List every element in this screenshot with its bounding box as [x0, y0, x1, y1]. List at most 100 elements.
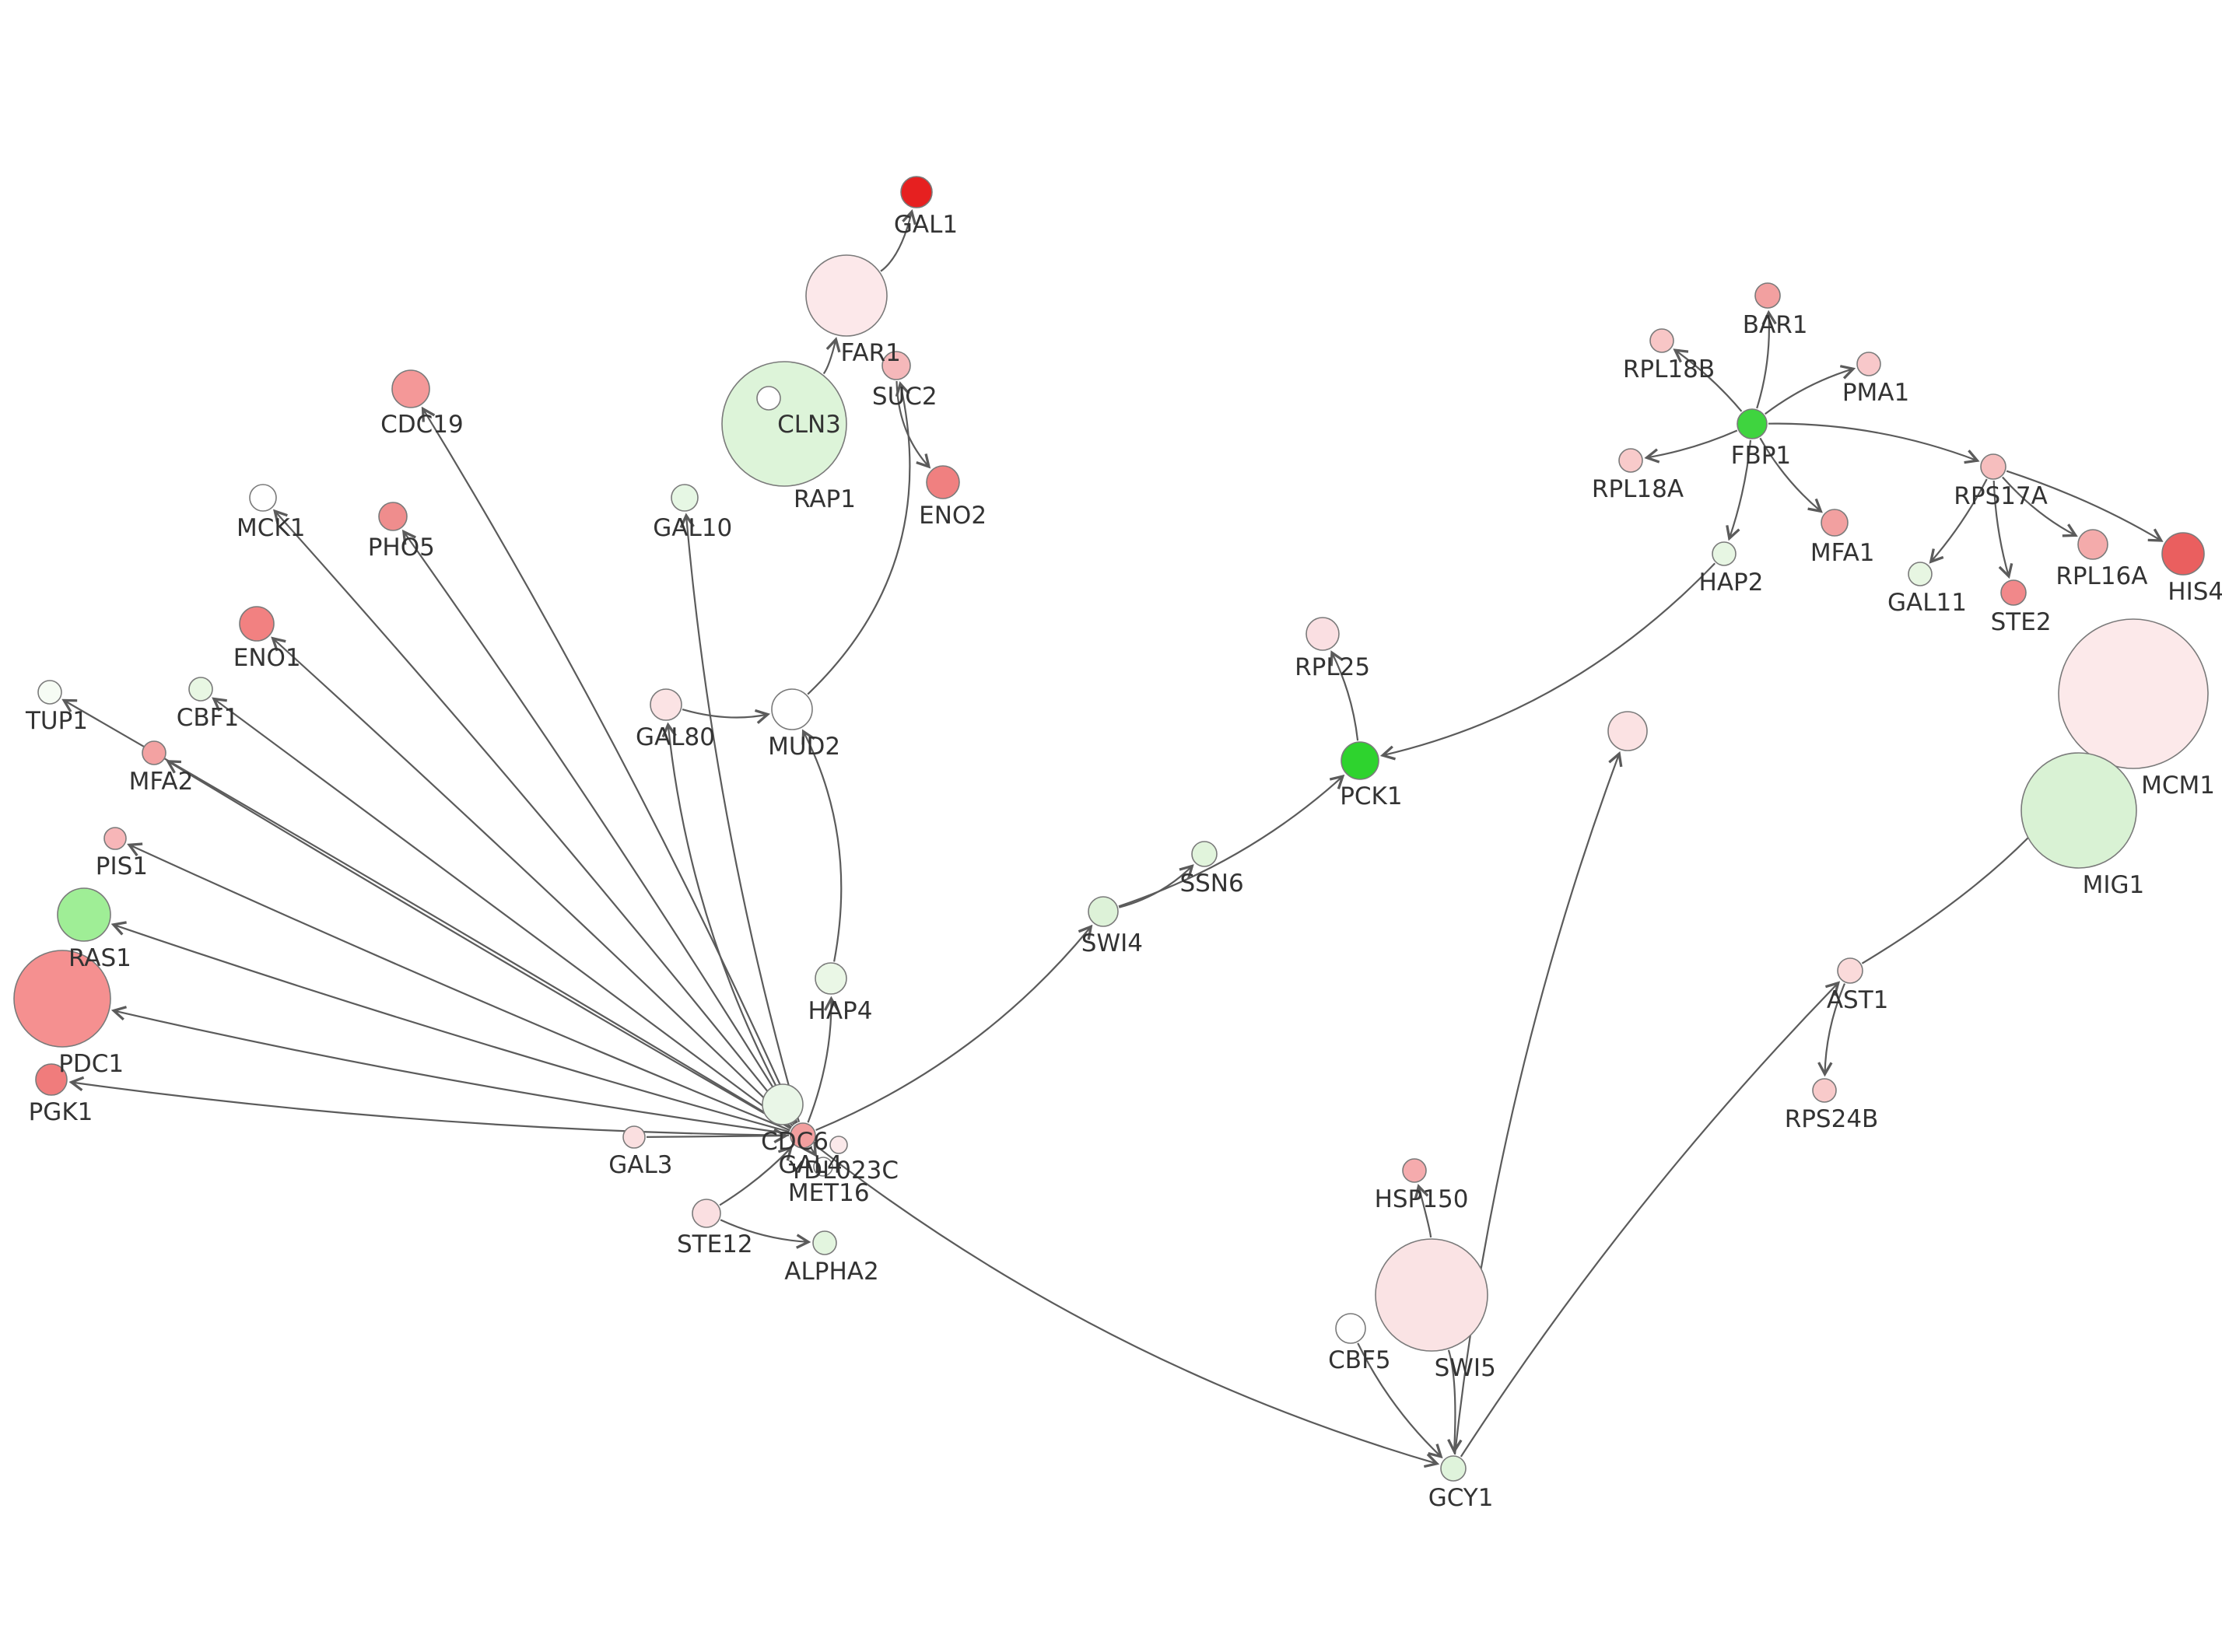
edge-GAL80-MUD2[interactable]: [682, 709, 768, 717]
edge-GAL4-MFA2[interactable]: [168, 761, 791, 1129]
node-YDL023C[interactable]: [829, 1136, 848, 1154]
node-RPL18A[interactable]: [1618, 448, 1643, 473]
node-SWI4[interactable]: [1088, 896, 1119, 927]
node-GAL80[interactable]: [650, 688, 682, 721]
node-RAP1[interactable]: [756, 386, 781, 411]
edge-RPS17A-RPL16A[interactable]: [2002, 476, 2076, 536]
edge-SWI5-GCY1[interactable]: [1449, 1349, 1456, 1451]
node-ALPHA2[interactable]: [812, 1230, 837, 1255]
node-GAL1[interactable]: [900, 176, 933, 208]
node-RPS17A[interactable]: [1980, 453, 2006, 480]
node-CBF5[interactable]: [1335, 1313, 1366, 1344]
edge-SWI4-PCK1[interactable]: [1118, 776, 1343, 908]
node-SWI5[interactable]: [1375, 1238, 1488, 1352]
node-AST1[interactable]: [1837, 957, 1863, 984]
node-SUC2[interactable]: [881, 351, 911, 380]
edge-FBP1-MFA1[interactable]: [1759, 437, 1821, 511]
edge-GAL4-TUP1[interactable]: [64, 701, 792, 1129]
node-ENO2[interactable]: [926, 465, 960, 499]
node-FBP1[interactable]: [1737, 408, 1768, 439]
edge-HAP4-MUD2[interactable]: [804, 732, 843, 962]
node-STE2[interactable]: [2000, 579, 2027, 606]
edge-SWI5-HSP150[interactable]: [1418, 1186, 1432, 1238]
edge-FBP1-RPL18B[interactable]: [1675, 350, 1743, 412]
node-PGK1[interactable]: [35, 1063, 68, 1096]
node-HSP150[interactable]: [1402, 1158, 1427, 1183]
node-MET16[interactable]: [813, 1157, 833, 1177]
edge-GAL4-PIS1[interactable]: [129, 845, 790, 1132]
edge-GAL4-ENO1[interactable]: [273, 639, 794, 1127]
node-STE12[interactable]: [692, 1199, 721, 1228]
edge-GAL4-SWI4[interactable]: [815, 926, 1092, 1132]
node-PHO5[interactable]: [378, 502, 408, 531]
edge-RPS17A-GAL11[interactable]: [1931, 478, 1988, 562]
edge-GAL4-MET16[interactable]: [811, 1147, 815, 1155]
edge-STE12-GAL4[interactable]: [719, 1148, 791, 1206]
node-ENO1[interactable]: [239, 606, 275, 642]
node-PCK1[interactable]: [1341, 741, 1379, 780]
node-RPS24B[interactable]: [1812, 1078, 1837, 1103]
node-MCM1[interactable]: [2058, 618, 2209, 769]
node-label-BAR1: BAR1: [1743, 311, 1808, 339]
edge-FAR1-GAL1[interactable]: [880, 212, 912, 272]
edge-FBP1-RPL18A[interactable]: [1647, 429, 1738, 458]
node-CBF1[interactable]: [188, 677, 213, 702]
edge-GAL4-CDC19[interactable]: [423, 409, 798, 1124]
node-CDC6[interactable]: [762, 1083, 804, 1125]
edge-GAL4-RAS1[interactable]: [114, 925, 790, 1133]
edge-CLN3-FAR1[interactable]: [822, 339, 836, 375]
node-PDC1[interactable]: [13, 950, 111, 1048]
edge-RPS17A-HIS4[interactable]: [2006, 470, 2161, 541]
edge-GCY1-UNLABELED1[interactable]: [1453, 754, 1619, 1455]
edge-GAL4-GCY1[interactable]: [813, 1143, 1437, 1464]
node-FAR1[interactable]: [805, 254, 888, 337]
node-CLN3[interactable]: [721, 361, 847, 487]
edge-GAL4-PHO5[interactable]: [404, 532, 797, 1125]
node-MUD2[interactable]: [771, 688, 813, 730]
edge-FBP1-BAR1[interactable]: [1756, 313, 1769, 409]
edge-FBP1-HAP2[interactable]: [1730, 439, 1752, 538]
node-HAP4[interactable]: [815, 962, 847, 995]
node-RPL16A[interactable]: [2077, 529, 2108, 560]
edge-FBP1-PMA1[interactable]: [1765, 369, 1853, 415]
node-SSN6[interactable]: [1191, 841, 1218, 867]
edge-MUD2-SUC2[interactable]: [807, 383, 911, 695]
edge-GAL4-GAL80[interactable]: [668, 725, 797, 1124]
node-GAL3[interactable]: [622, 1125, 646, 1149]
edge-RPS17A-STE2[interactable]: [1992, 480, 2009, 576]
node-MFA2[interactable]: [142, 740, 166, 765]
node-PMA1[interactable]: [1856, 352, 1881, 376]
edge-GAL4-PDC1[interactable]: [114, 1010, 790, 1135]
node-MIG1[interactable]: [2020, 752, 2137, 869]
node-RAS1[interactable]: [57, 887, 111, 942]
edge-GAL4-CBF1[interactable]: [214, 699, 793, 1129]
node-MCK1[interactable]: [249, 484, 277, 512]
edge-STE12-ALPHA2[interactable]: [720, 1219, 808, 1241]
edge-CBF5-GCY1[interactable]: [1357, 1342, 1441, 1457]
node-RPL18B[interactable]: [1649, 328, 1674, 353]
node-CDC19[interactable]: [391, 369, 430, 408]
node-TUP1[interactable]: [37, 680, 62, 705]
edge-GAL4-PGK1[interactable]: [72, 1083, 790, 1136]
edge-FBP1-RPS17A[interactable]: [1768, 422, 1977, 461]
node-UNLABELED1[interactable]: [1607, 711, 1648, 751]
edge-GAL3-GAL4[interactable]: [646, 1136, 786, 1137]
node-GAL10[interactable]: [671, 484, 699, 512]
node-GAL11[interactable]: [1908, 562, 1933, 586]
node-MFA1[interactable]: [1821, 509, 1849, 537]
edge-GAL4-HAP4[interactable]: [807, 999, 832, 1123]
edge-GAL4-GAL10[interactable]: [686, 516, 801, 1123]
node-BAR1[interactable]: [1754, 282, 1781, 309]
node-PIS1[interactable]: [103, 827, 127, 850]
node-HAP2[interactable]: [1712, 541, 1737, 566]
node-HIS4[interactable]: [2161, 532, 2205, 576]
node-GAL4[interactable]: [790, 1122, 816, 1149]
edge-HAP2-PCK1[interactable]: [1383, 562, 1716, 755]
edge-PCK1-RPL25[interactable]: [1332, 653, 1359, 741]
edge-AST1-RPS24B[interactable]: [1825, 983, 1846, 1074]
edge-GCY1-AST1[interactable]: [1460, 983, 1838, 1458]
node-GCY1[interactable]: [1440, 1455, 1467, 1482]
edge-GAL4-MCK1[interactable]: [275, 511, 795, 1125]
node-RPL25[interactable]: [1306, 617, 1340, 651]
